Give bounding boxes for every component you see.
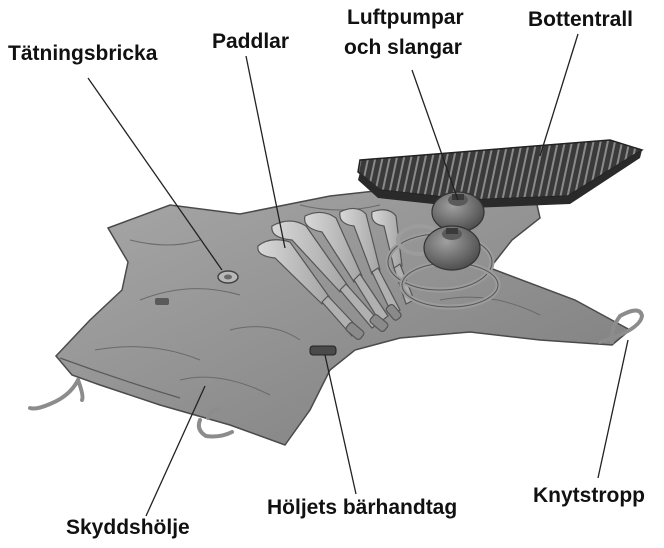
sealing-washer xyxy=(218,271,238,283)
leader-line-holjets-barhandtag xyxy=(325,355,356,494)
bottom-grating xyxy=(358,140,642,208)
label-knytstropp: Knytstropp xyxy=(533,484,645,508)
label-holjets-barhandtag: Höljets bärhandtag xyxy=(267,496,457,520)
label-skyddsholje: Skyddshölje xyxy=(66,516,190,540)
label-paddlar: Paddlar xyxy=(212,30,289,54)
cover-tab xyxy=(155,298,169,305)
label-bottentrall: Bottentrall xyxy=(528,8,633,32)
leader-line-bottentrall xyxy=(540,34,578,156)
label-luftpumpar-line1: Luftpumpar xyxy=(347,6,464,30)
cover-carrying-handle xyxy=(310,346,336,355)
label-tatningsbricka: Tätningsbricka xyxy=(8,42,157,66)
label-luftpumpar-line2: och slangar xyxy=(344,36,462,60)
leader-line-knytstropp xyxy=(598,340,628,478)
